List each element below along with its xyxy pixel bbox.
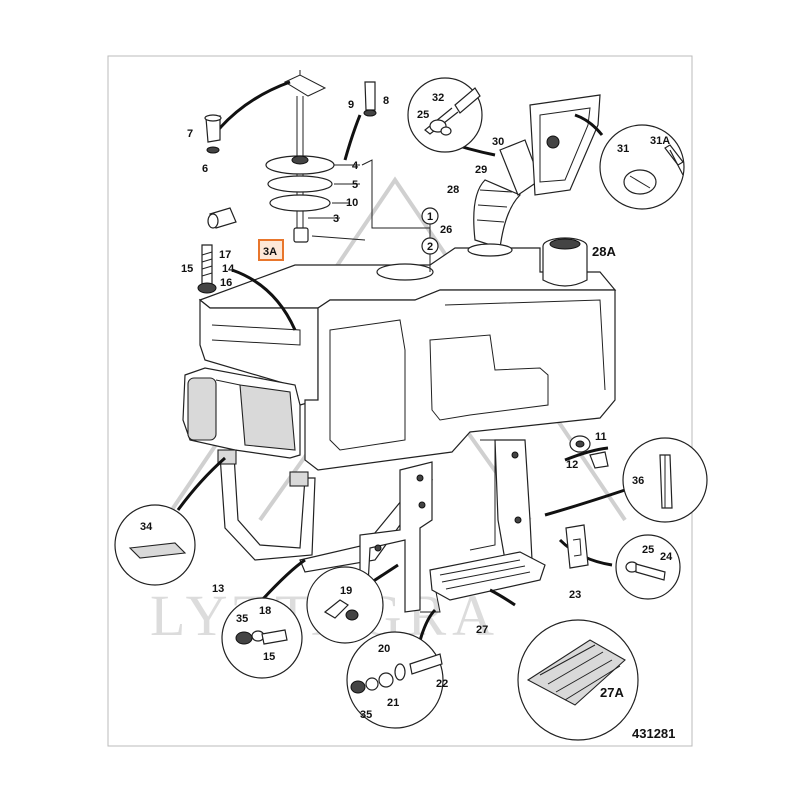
- label-14: 14: [222, 263, 235, 275]
- label-36: 36: [632, 475, 644, 487]
- label-29: 29: [475, 164, 487, 176]
- label-7: 7: [187, 128, 193, 140]
- label-2: 2: [427, 241, 433, 253]
- label-4: 4: [352, 160, 359, 172]
- label-3: 3: [333, 213, 339, 225]
- label-17: 17: [219, 249, 231, 261]
- label-25-lower: 25: [642, 544, 654, 556]
- label-8: 8: [383, 95, 389, 107]
- label-5: 5: [352, 179, 358, 191]
- mounting-brackets: [359, 439, 546, 613]
- label-22: 22: [436, 678, 448, 690]
- filler-cap-bracket: [529, 94, 601, 196]
- label-34: 34: [140, 521, 153, 533]
- callout-1-2: [421, 207, 439, 272]
- fuel-tank: [182, 237, 617, 471]
- detail-bolt-32: [407, 77, 483, 153]
- label-28: 28: [447, 184, 459, 196]
- label-10: 10: [346, 197, 358, 209]
- label-31: 31: [617, 143, 629, 155]
- label-1: 1: [427, 211, 433, 223]
- label-35-bottom: 35: [360, 709, 372, 721]
- label-28a: 28A: [592, 244, 616, 259]
- detail-cap-31: [599, 124, 685, 210]
- callout-labels: 1 2 3 3A 4 5 6 7 8 9 10 11 12 13 14 15 1…: [140, 92, 675, 741]
- label-18: 18: [259, 605, 271, 617]
- highlight-3a-box: [258, 239, 284, 261]
- label-27: 27: [476, 624, 488, 636]
- label-6: 6: [202, 163, 208, 175]
- label-26: 26: [440, 224, 452, 236]
- detail-bolt-18: [221, 597, 303, 679]
- detail-clip-19: [306, 566, 384, 644]
- label-16: 16: [220, 277, 232, 289]
- detail-channel-36: [622, 437, 708, 523]
- label-24: 24: [660, 551, 673, 563]
- label-15-upper: 15: [181, 263, 193, 275]
- label-31a: 31A: [650, 135, 670, 147]
- label-30: 30: [492, 136, 504, 148]
- label-12: 12: [566, 459, 578, 471]
- label-21: 21: [387, 697, 399, 709]
- label-35-left: 35: [236, 613, 248, 625]
- detail-step-27a: [517, 619, 639, 741]
- label-11: 11: [595, 431, 607, 443]
- loose-parts: [197, 81, 609, 569]
- label-25-upper: 25: [417, 109, 429, 121]
- label-20: 20: [378, 643, 390, 655]
- detail-decal-34: [114, 504, 196, 586]
- label-32: 32: [432, 92, 444, 104]
- label-27a: 27A: [600, 685, 624, 700]
- label-19: 19: [340, 585, 352, 597]
- label-15-lower: 15: [263, 651, 275, 663]
- sender-unit: [207, 70, 430, 243]
- label-13: 13: [212, 583, 224, 595]
- label-9: 9: [348, 99, 354, 111]
- drawing-number: 431281: [632, 726, 675, 741]
- label-23: 23: [569, 589, 581, 601]
- detail-bolt-24: [615, 534, 681, 600]
- detail-bolt-22: [346, 631, 444, 729]
- label-3a: 3A: [263, 246, 277, 258]
